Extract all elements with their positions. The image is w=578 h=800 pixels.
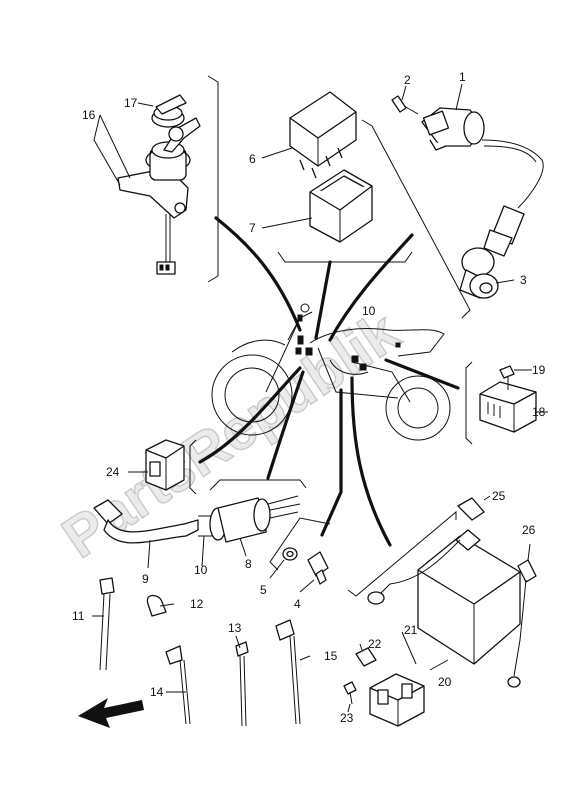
callout-9: 9: [142, 572, 149, 586]
callout-26: 26: [522, 523, 536, 537]
callout-25: 25: [492, 489, 506, 503]
callout-18: 18: [532, 405, 546, 419]
callout-21: 21: [404, 623, 418, 637]
callout-10-bike: 10: [362, 304, 376, 318]
callout-7: 7: [249, 221, 256, 235]
callout-1: 1: [459, 70, 466, 84]
callout-11: 11: [72, 609, 85, 623]
relay-assembly: [289, 91, 373, 243]
callout-15: 15: [324, 649, 338, 663]
callout-3: 3: [520, 273, 527, 287]
group-leader-lines: [198, 216, 460, 547]
callout-22: 22: [368, 637, 382, 651]
callout-4: 4: [294, 597, 301, 611]
callout-labels: 1 2 3 4 5 6 7 8 9 10 10 11 12 13 14 15 1…: [72, 70, 546, 725]
callout-12: 12: [190, 597, 204, 611]
battery-assembly: [367, 497, 537, 688]
callout-16: 16: [82, 108, 96, 122]
callout-10-harness: 10: [194, 563, 208, 577]
fuse-box-assembly: [343, 647, 425, 727]
wire-harness: [93, 495, 301, 544]
rectifier-regulator: [479, 365, 537, 433]
front-direction-arrow-icon: [78, 698, 144, 728]
callout-6: 6: [249, 152, 256, 166]
bike-connector-marks: [295, 314, 401, 371]
starter-relay: [145, 439, 185, 491]
group-brackets: [189, 75, 473, 597]
callout-14: 14: [150, 685, 164, 699]
callout-20: 20: [438, 675, 452, 689]
callout-17: 17: [124, 96, 138, 110]
callout-19: 19: [532, 363, 546, 377]
callout-8: 8: [245, 557, 252, 571]
callout-5: 5: [260, 583, 267, 597]
main-switch-assembly: [117, 94, 201, 275]
callout-13: 13: [228, 621, 242, 635]
callout-24: 24: [106, 465, 120, 479]
callout-2: 2: [404, 73, 411, 87]
clamps-and-bands: [99, 577, 301, 727]
ignition-coil-assembly: [391, 95, 544, 299]
neutral-switch: [282, 547, 329, 585]
callout-23: 23: [340, 711, 354, 725]
